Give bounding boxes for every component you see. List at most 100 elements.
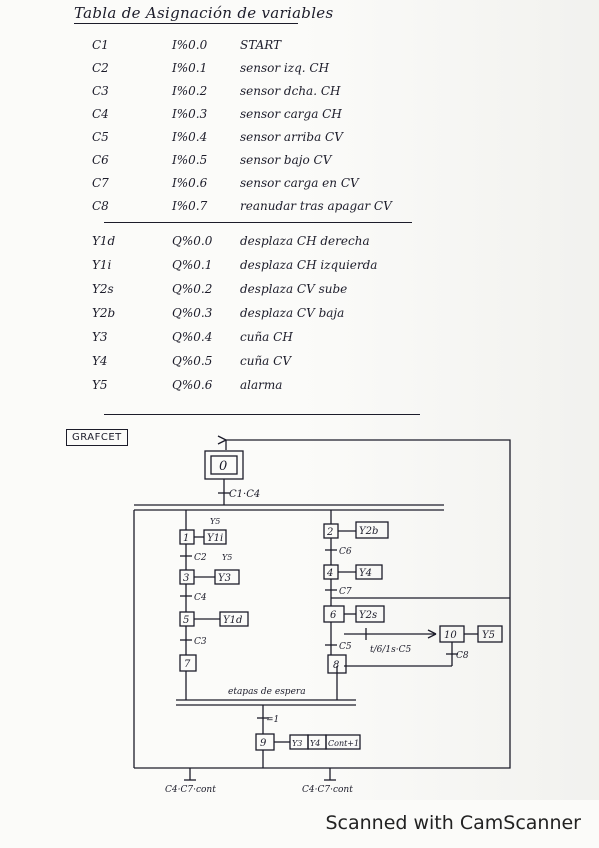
input-var: C3 — [92, 84, 109, 98]
action-y1d-box — [219, 611, 249, 627]
input-row: C5 I%0.4 sensor arriba CV — [92, 130, 412, 150]
input-addr: I%0.4 — [172, 130, 208, 144]
action-y1i-box — [203, 529, 227, 545]
step-7-box — [179, 654, 197, 672]
step-0-inner-box — [210, 455, 238, 475]
output-desc: desplaza CV baja — [240, 306, 345, 320]
output-var: Y3 — [92, 330, 108, 344]
step-3-label: 3 — [183, 573, 189, 584]
input-var: C2 — [92, 61, 109, 75]
transition-eq1-label: =1 — [266, 715, 279, 725]
output-desc: desplaza CH derecha — [240, 234, 370, 248]
step-7-label: 7 — [184, 659, 191, 670]
y5-note-1: Y5 — [210, 517, 220, 526]
output-var: Y4 — [92, 354, 108, 368]
action-y3-label-9: Y3 — [292, 739, 302, 748]
scanner-watermark: Scanned with CamScanner — [325, 812, 581, 834]
action-y2b-box — [355, 521, 389, 539]
output-desc: cuña CV — [240, 354, 291, 368]
input-row: C1 I%0.0 START — [92, 38, 412, 58]
output-var: Y2b — [92, 306, 116, 320]
input-addr: I%0.2 — [172, 84, 208, 98]
output-row: Y2b Q%0.3 desplaza CV baja — [92, 306, 412, 326]
input-desc: START — [240, 38, 282, 52]
input-row: C6 I%0.5 sensor bajo CV — [92, 153, 412, 173]
step-10-label: 10 — [444, 630, 457, 641]
input-addr: I%0.6 — [172, 176, 208, 190]
input-addr: I%0.0 — [172, 38, 208, 52]
input-addr: I%0.5 — [172, 153, 208, 167]
step-5-label: 5 — [183, 615, 189, 626]
page-title: Tabla de Asignación de variables — [74, 4, 334, 22]
step-0-label: 0 — [219, 459, 227, 474]
action-y1i-label: Y1i — [207, 533, 223, 544]
output-addr: Q%0.2 — [172, 282, 213, 296]
action-cont-box-9 — [325, 734, 361, 750]
output-addr: Q%0.4 — [172, 330, 213, 344]
transition-bottom-right-label: C4·C7·cont — [302, 785, 353, 795]
transition-c4-label: C4 — [194, 593, 207, 603]
loop-return-line — [225, 439, 511, 769]
step-2-label: 2 — [326, 527, 333, 538]
table-end-line — [104, 414, 420, 415]
output-desc: desplaza CV sube — [240, 282, 348, 296]
output-row: Y1i Q%0.1 desplaza CH izquierda — [92, 258, 412, 278]
input-var: C5 — [92, 130, 109, 144]
input-addr: I%0.3 — [172, 107, 208, 121]
action-y3-box — [214, 569, 240, 585]
output-desc: cuña CH — [240, 330, 293, 344]
transition-c5-label: C5 — [339, 642, 352, 652]
transition-bottom-left-label: C4·C7·cont — [165, 785, 216, 795]
step-1-label: 1 — [183, 533, 189, 544]
input-var: C6 — [92, 153, 109, 167]
transition-c3-label: C3 — [194, 637, 207, 647]
input-var: C7 — [92, 176, 109, 190]
input-desc: sensor arriba CV — [240, 130, 343, 144]
transition-start-label: C1·C4 — [229, 489, 260, 500]
input-desc: sensor carga en CV — [240, 176, 359, 190]
bleed-through-shadow — [300, 0, 599, 800]
action-y1d-label: Y1d — [223, 615, 242, 626]
action-y2s-label: Y2s — [359, 610, 377, 621]
step-6-label: 6 — [330, 610, 337, 621]
input-row: C7 I%0.6 sensor carga en CV — [92, 176, 412, 196]
title-underline — [74, 23, 298, 24]
y5-note-2: Y5 — [222, 553, 232, 562]
input-var: C1 — [92, 38, 109, 52]
output-addr: Q%0.0 — [172, 234, 213, 248]
output-desc: alarma — [240, 378, 283, 392]
output-var: Y2s — [92, 282, 114, 296]
input-desc: reanudar tras apagar CV — [240, 199, 392, 213]
wait-steps-label: etapas de espera — [228, 687, 306, 697]
action-cont-label-9: Cont+1 — [328, 739, 359, 748]
step-9-label: 9 — [260, 738, 267, 749]
transition-c6-label: C6 — [339, 547, 352, 557]
action-y3-label: Y3 — [218, 573, 231, 584]
transition-c8-label: C8 — [456, 651, 469, 661]
input-desc: sensor carga CH — [240, 107, 342, 121]
output-addr: Q%0.6 — [172, 378, 213, 392]
input-row: C8 I%0.7 reanudar tras apagar CV — [92, 199, 412, 219]
output-addr: Q%0.1 — [172, 258, 213, 272]
action-y4-label-9: Y4 — [310, 739, 320, 748]
table-separator — [104, 222, 412, 223]
output-desc: desplaza CH izquierda — [240, 258, 378, 272]
output-addr: Q%0.3 — [172, 306, 213, 320]
input-desc: sensor bajo CV — [240, 153, 332, 167]
action-y4-label: Y4 — [359, 568, 372, 579]
grafcet-label: GRAFCET — [66, 429, 128, 446]
output-row: Y2s Q%0.2 desplaza CV sube — [92, 282, 412, 302]
input-addr: I%0.7 — [172, 199, 208, 213]
transition-timer-label: t/6/1s·C5 — [370, 645, 411, 655]
input-var: C8 — [92, 199, 109, 213]
output-var: Y1i — [92, 258, 112, 272]
step-4-label: 4 — [326, 568, 333, 579]
input-desc: sensor izq. CH — [240, 61, 330, 75]
